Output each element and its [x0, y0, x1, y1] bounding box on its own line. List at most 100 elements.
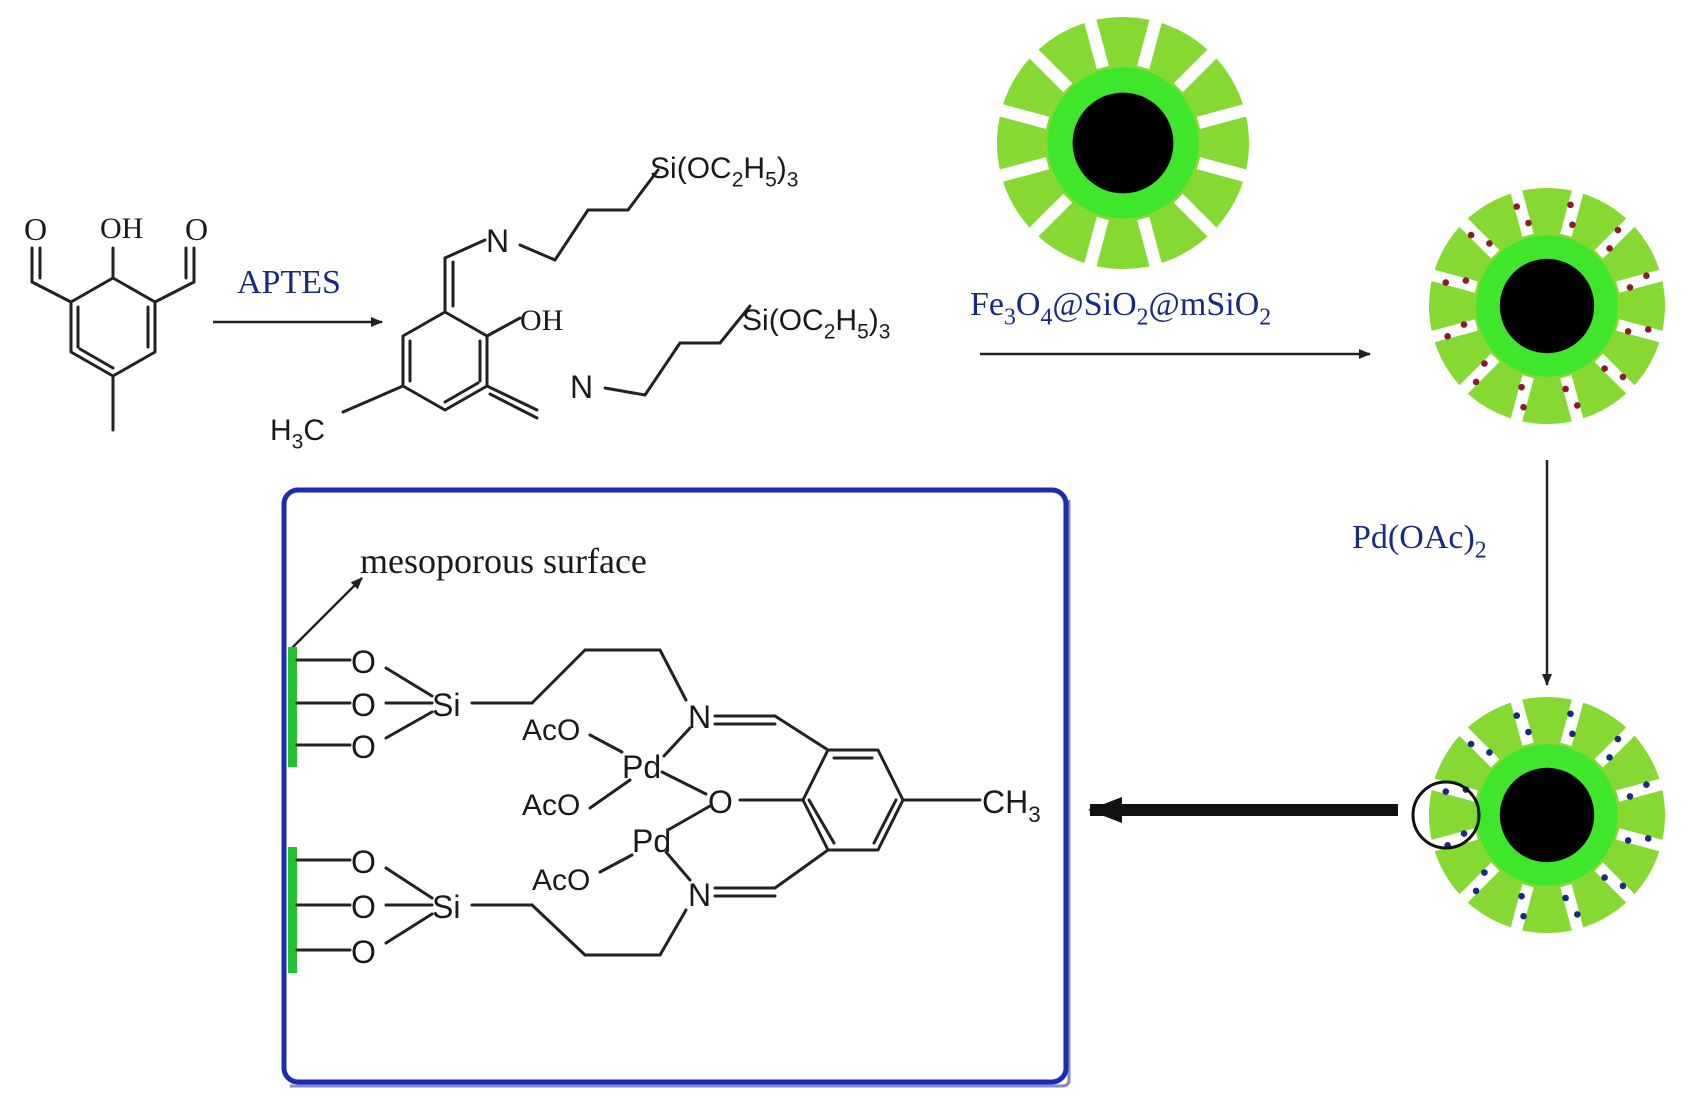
pd-np-pore-dot	[1518, 892, 1525, 900]
ligand-np-pore-dot	[1567, 201, 1574, 209]
ligand-np-pore	[1560, 375, 1584, 424]
pd-np-pore-dot	[1562, 894, 1569, 902]
pd-np-pore-dot	[1606, 754, 1613, 761]
support-pore	[1137, 216, 1163, 269]
pd-np-pore-dot	[1513, 712, 1521, 719]
ligand-np-pore	[1616, 269, 1665, 293]
pd-np-pore-dot	[1644, 835, 1652, 842]
ligand-np-pore	[1616, 319, 1665, 343]
imine-n-upper: N	[688, 699, 711, 735]
support-pore	[1027, 193, 1073, 239]
imine-n-lower: N	[688, 877, 711, 913]
surface-oxygen-2: O	[351, 687, 376, 723]
inset-panel: mesoporous surface O O O Si N CH3 O	[281, 487, 1071, 1088]
aldehyde-oxygen-left: O	[24, 211, 47, 247]
support-pore	[1083, 17, 1109, 70]
pd-np-pore	[1616, 778, 1665, 802]
pd-np-pore-dot	[1614, 735, 1622, 743]
mesoporous-surface-label: mesoporous surface	[360, 541, 647, 581]
support-pore	[997, 157, 1050, 183]
ligand-np-pore-dot	[1460, 321, 1468, 328]
support-magnetic-core	[1072, 92, 1174, 194]
pd-np-magnetic-core	[1499, 767, 1595, 863]
pd-np-pore-dot	[1567, 710, 1574, 718]
ligand-np-pore-dot	[1601, 365, 1608, 372]
support-pore	[1137, 17, 1163, 70]
pd-np-pore-dot	[1619, 882, 1627, 890]
ligand-np-pore	[1510, 188, 1534, 237]
pd-np-pore	[1616, 828, 1665, 852]
surface-bar-top	[288, 647, 297, 767]
pd-np-pore-dot	[1442, 788, 1450, 795]
triethoxysilyl-bottom: Si(OC2H5)3	[742, 304, 890, 343]
pd-np-pore-dot	[1525, 728, 1532, 736]
triethoxysilyl-top: Si(OC2H5)3	[650, 152, 798, 191]
support-pore	[1173, 47, 1219, 93]
ligand-np-pore-dot	[1562, 385, 1569, 393]
step2-arrow: Fe3O4@SiO2@mSiO2	[970, 286, 1371, 359]
methyl-label-left: H3C	[270, 414, 325, 453]
ligand-np-pore	[1429, 269, 1478, 293]
surface-oxygen-5: O	[351, 889, 376, 925]
aldehyde-oxygen-right: O	[185, 211, 208, 247]
methyl-label-right: CH3	[982, 784, 1041, 827]
ligand-np-pore-dot	[1619, 373, 1627, 381]
acetate-3: AcO	[532, 864, 590, 897]
support-pore	[1027, 47, 1073, 93]
ligand-np-pore-dot	[1644, 326, 1652, 333]
pd-np-pore-dot	[1573, 911, 1581, 918]
imine-nitrogen-bottom: N	[570, 369, 593, 405]
mesoporous-nanoparticle	[997, 17, 1249, 269]
support-pore	[1083, 216, 1109, 269]
pd-np-pore	[1594, 725, 1637, 768]
surface-bar-bottom	[288, 847, 297, 973]
ligand-np-pore	[1594, 353, 1637, 396]
ligand-np-pore-dot	[1520, 403, 1527, 411]
palladium-loaded-nanoparticle	[1429, 697, 1665, 933]
silicon-top: Si	[432, 687, 460, 723]
step3-reagent-label: Pd(OAc)2	[1352, 519, 1487, 564]
ligand-np-pore-dot	[1624, 328, 1632, 335]
pd-np-pore-dot	[1486, 749, 1493, 756]
pd-np-pore-dot	[1626, 793, 1634, 800]
support-pore	[1196, 103, 1249, 129]
ligand-np-pore-dot	[1462, 277, 1470, 284]
pd-np-pore-dot	[1601, 874, 1608, 881]
pd-np-pore	[1457, 725, 1500, 768]
silicon-bottom: Si	[432, 889, 460, 925]
step3-arrow: Pd(OAc)2	[1352, 460, 1552, 686]
pd-np-pore-dot	[1467, 740, 1475, 748]
pd-np-pore-dot	[1520, 912, 1527, 920]
pd-np-pore	[1429, 778, 1478, 802]
ligand-np-pore-dot	[1481, 360, 1488, 367]
support-pore	[1173, 193, 1219, 239]
ligand-np-pore	[1510, 375, 1534, 424]
imine-nitrogen-top: N	[486, 223, 509, 259]
pd-np-pore	[1429, 828, 1478, 852]
support-pore	[997, 103, 1050, 129]
pd-np-pore-dot	[1460, 830, 1468, 837]
pd-np-pore-dot	[1569, 730, 1576, 738]
ligand-np-pore-dot	[1573, 402, 1581, 409]
pd-np-pore	[1560, 697, 1584, 746]
starting-dialdehyde: O OH O	[24, 211, 208, 432]
acetate-1: AcO	[522, 714, 580, 747]
pd-np-pore-dot	[1481, 869, 1488, 876]
ligand-functionalized-nanoparticle	[1429, 188, 1665, 424]
step2-reagent-label: Fe3O4@SiO2@mSiO2	[970, 286, 1271, 331]
palladium-upper: Pd	[622, 749, 661, 785]
hydroxyl-label: OH	[100, 212, 143, 245]
support-pore	[1196, 157, 1249, 183]
phenoxy-oxygen: O	[708, 784, 733, 820]
ligand-np-pore-dot	[1467, 231, 1475, 239]
pd-np-pore-dot	[1472, 887, 1480, 895]
pd-np-pore	[1457, 862, 1500, 905]
surface-oxygen-1: O	[351, 644, 376, 680]
ligand-np-pore-dot	[1444, 332, 1451, 340]
ligand-np-pore	[1594, 216, 1637, 259]
ligand-np-pore-dot	[1518, 383, 1525, 391]
surface-oxygen-3: O	[351, 729, 376, 765]
palladium-lower: Pd	[632, 823, 671, 859]
magnifier-circle	[1411, 780, 1481, 850]
